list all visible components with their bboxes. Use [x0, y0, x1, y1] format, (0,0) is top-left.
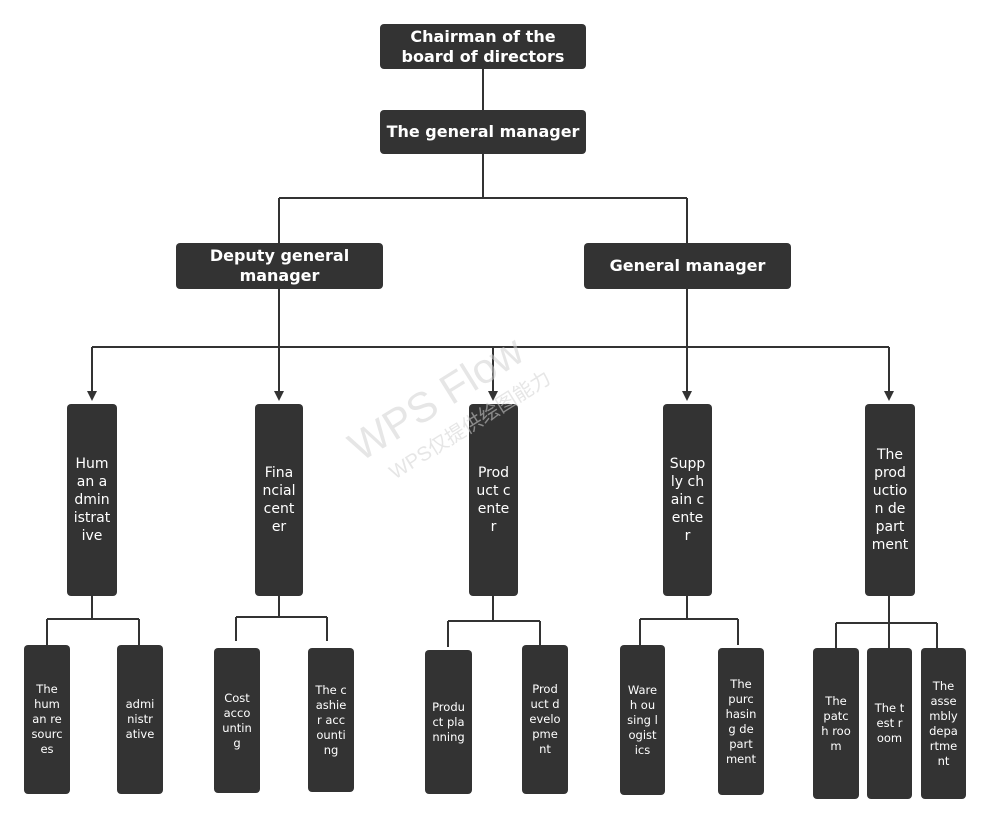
sub-label: The cashier accounting — [315, 682, 347, 757]
sub-label: The human resources — [31, 682, 63, 756]
node-dept-supply-chain-center[interactable]: Supply chain center — [663, 404, 712, 596]
dept-label: Human administrative — [73, 456, 111, 544]
node-sub-purchasing-department[interactable]: The purchasing department — [718, 648, 764, 795]
sub-label: The purchasing department — [725, 676, 757, 766]
dept-label: The production department — [871, 447, 909, 553]
node-deputy-label: Deputy general manager — [209, 246, 350, 285]
sub-label: The test room — [874, 701, 905, 745]
node-gm[interactable]: General manager — [584, 243, 791, 289]
node-dept-human-administrative[interactable]: Human administrative — [67, 404, 117, 596]
node-dept-production-department[interactable]: The production department — [865, 404, 915, 596]
dept-label: Supply chain center — [669, 456, 706, 544]
node-chairman[interactable]: Chairman of the board of directors — [380, 24, 586, 69]
sub-label: Product development — [529, 682, 561, 756]
node-sub-patch-room[interactable]: The patch room — [813, 648, 859, 799]
node-dept-product-center[interactable]: Product center — [469, 404, 518, 596]
node-sub-product-development[interactable]: Product development — [522, 645, 568, 794]
node-sub-product-planning[interactable]: Product planning — [425, 650, 472, 794]
node-sub-cost-accounting[interactable]: Cost accounting — [214, 648, 260, 793]
connector-general-to-branches — [278, 154, 688, 243]
connector-dept-5-children — [835, 596, 938, 648]
sub-label: The patch room — [821, 693, 851, 753]
connector-managers-to-departments — [92, 289, 889, 348]
connector-dept-3-children — [447, 596, 541, 647]
sub-label: administrative — [125, 697, 155, 741]
dept-label: Product center — [476, 465, 511, 535]
node-general-manager-label: The general manager — [386, 122, 580, 141]
dept-label: Financial center — [262, 465, 296, 535]
node-dept-financial-center[interactable]: Financial center — [255, 404, 303, 596]
sub-label: Cost accounting — [222, 690, 252, 750]
node-sub-warehousing-logistics[interactable]: Wareh ousing logistics — [620, 645, 665, 795]
node-general-manager[interactable]: The general manager — [380, 110, 586, 154]
connector-dept-1-children — [46, 596, 140, 645]
sub-label: Product planning — [432, 699, 465, 744]
node-sub-cashier-accounting[interactable]: The cashier accounting — [308, 648, 354, 792]
node-gm-label: General manager — [609, 256, 766, 275]
node-sub-test-room[interactable]: The test room — [867, 648, 912, 799]
node-sub-assembly-department[interactable]: The assembly department — [921, 648, 966, 799]
connector-dept-2-children — [235, 596, 328, 641]
sub-label: The assembly department — [929, 678, 958, 768]
node-chairman-label: Chairman of the board of directors — [401, 26, 565, 66]
node-sub-human-resources[interactable]: The human resources — [24, 645, 70, 794]
connector-dept-4-children — [639, 596, 739, 645]
node-deputy-general-manager[interactable]: Deputy general manager — [176, 243, 383, 289]
sub-label: Wareh ousing logistics — [627, 682, 658, 757]
node-sub-administrative[interactable]: administrative — [117, 645, 163, 794]
